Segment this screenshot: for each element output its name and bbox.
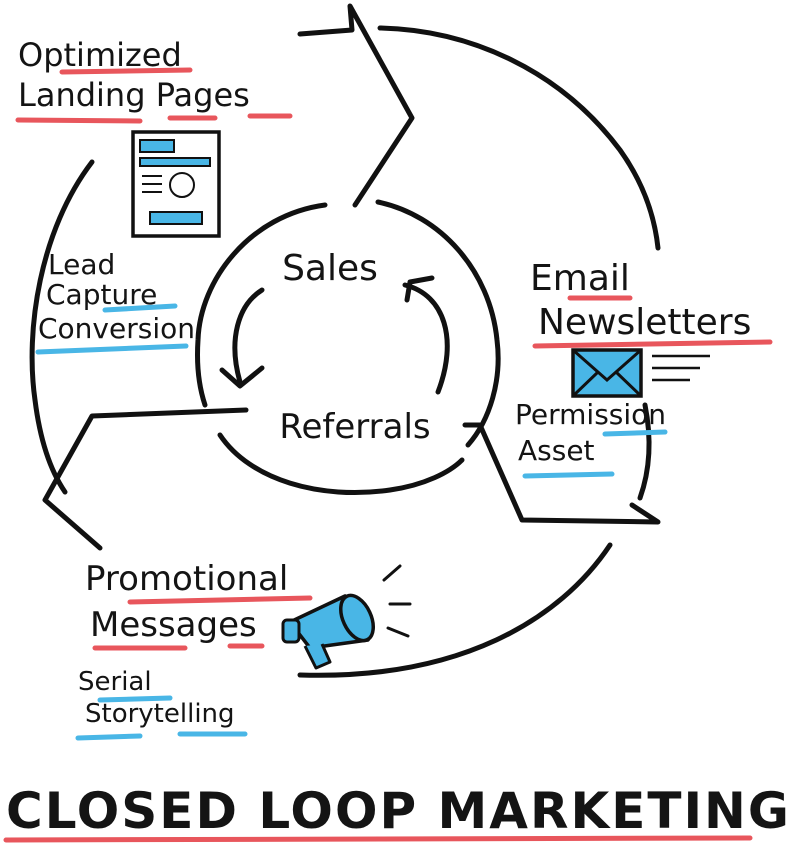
email-sub-permission: Permission — [515, 398, 666, 431]
email-title-line2: Newsletters — [538, 302, 751, 343]
referrals-label: Referrals — [279, 407, 430, 447]
inner-arrow-left-curve — [232, 287, 265, 385]
landing-sub-lead: Lead — [48, 248, 115, 281]
megaphone-icon — [281, 564, 412, 670]
envelope-icon — [571, 348, 710, 398]
promo-title-line1: Promotional — [85, 559, 288, 599]
inner-ring-left — [195, 202, 328, 408]
promo-sub-serial: Serial — [78, 667, 152, 697]
landing-page-icon — [131, 130, 221, 238]
inner-loop — [195, 199, 501, 495]
landing-section: Optimized Landing Pages Lead Capture Con… — [15, 36, 293, 355]
promo-section: Promotional Messages Serial Storytelling — [75, 559, 412, 741]
sales-label: Sales — [282, 248, 378, 289]
landing-sub-conversion: Conversion — [38, 312, 195, 345]
inner-ring-bottom — [217, 432, 465, 495]
promo-sub-storytelling: Storytelling — [85, 699, 235, 729]
outer-arc-right — [637, 402, 652, 501]
landing-title-line2: Landing Pages — [18, 76, 250, 114]
outer-loop — [29, 3, 661, 678]
outer-arc-bottom — [297, 542, 613, 678]
outer-arc-left — [29, 159, 95, 495]
email-title-line1: Email — [530, 258, 630, 299]
landing-title-line1: Optimized — [18, 36, 182, 74]
outer-arrowhead-left — [42, 407, 249, 551]
landing-sub-capture: Capture — [46, 278, 157, 311]
inner-ring — [375, 199, 501, 448]
inner-arrow-right-curve — [402, 282, 450, 395]
email-section: Email Newsletters Permission Asset — [515, 258, 773, 479]
outer-arc-top-right — [377, 25, 661, 251]
diagram-title: CLOSED LOOP MARKETING — [6, 782, 791, 840]
outer-arrowhead-right — [462, 422, 661, 525]
email-sub-asset: Asset — [518, 434, 595, 467]
outer-arrowhead-top — [297, 3, 415, 208]
inner-arrow-left-head — [219, 365, 265, 389]
inner-arrow-right-head — [404, 275, 435, 303]
title-block: CLOSED LOOP MARKETING — [3, 782, 791, 843]
promo-title-line2: Messages — [90, 605, 257, 645]
